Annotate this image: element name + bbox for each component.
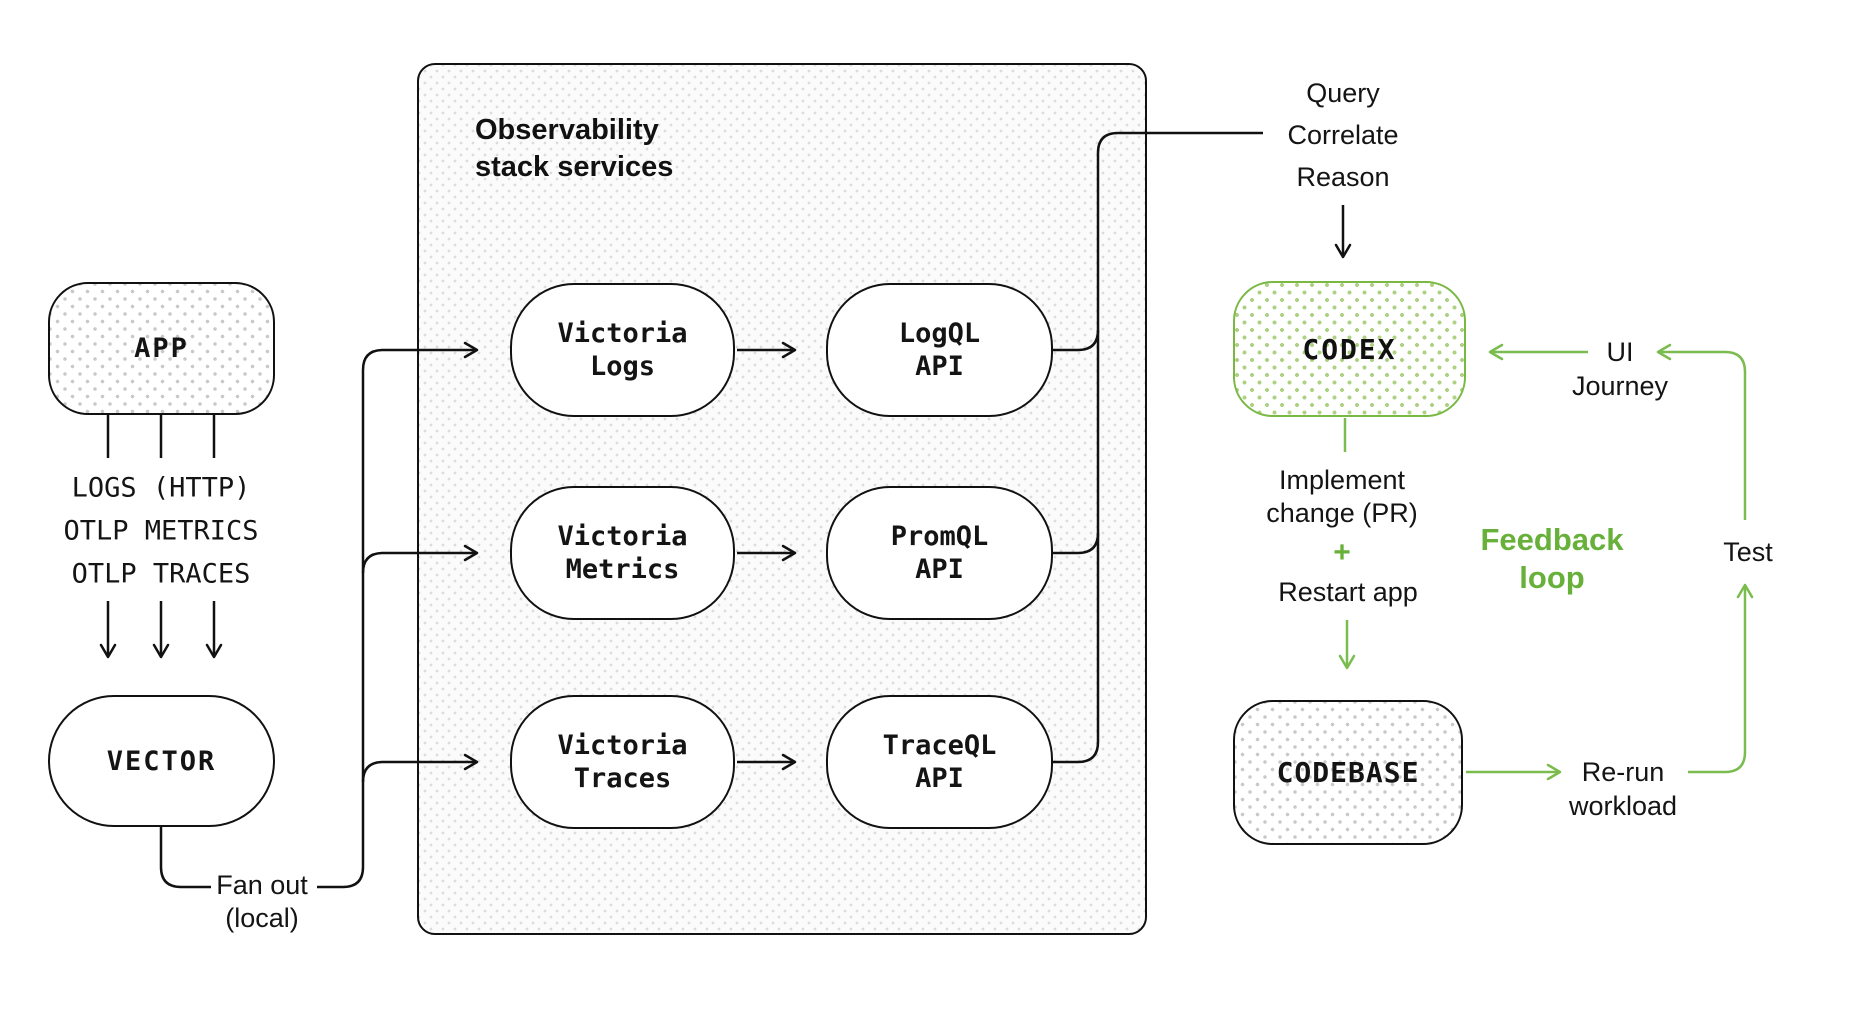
stack-box-title: Observability stack services — [475, 114, 674, 183]
plus-label: + — [1333, 536, 1351, 569]
node-victoria-traces: Victoria Traces — [510, 695, 735, 829]
node-codebase: CODEBASE — [1233, 700, 1463, 845]
query-correlate-reason-label: Query Correlate Reason — [1287, 78, 1399, 192]
node-codex: CODEX — [1233, 281, 1466, 417]
implement-change-label: Implement change (PR) — [1266, 465, 1418, 528]
edge-fanout-riser — [317, 370, 365, 889]
node-promql-api: PromQL API — [826, 486, 1053, 620]
ui-journey-label: UI Journey — [1571, 337, 1669, 401]
app-telemetry-outputs-label: LOGS (HTTP) OTLP METRICS OTLP TRACES — [63, 472, 259, 590]
node-traceql-api: TraceQL API — [826, 695, 1053, 829]
node-app: APP — [48, 282, 275, 415]
node-logql-api: LogQL API — [826, 283, 1053, 417]
fan-out-label: Fan out (local) — [216, 870, 308, 933]
test-label: Test — [1723, 537, 1773, 567]
node-victoria-metrics: Victoria Metrics — [510, 486, 735, 620]
edge-rerun-to-test — [1688, 583, 1754, 774]
feedback-loop-label: Feedback loop — [1480, 522, 1624, 595]
node-victoria-logs: Victoria Logs — [510, 283, 735, 417]
edge-test-to-ui-journey — [1656, 343, 1747, 520]
restart-app-label: Restart app — [1278, 577, 1418, 607]
rerun-workload-label: Re-run workload — [1568, 757, 1678, 821]
node-vector: VECTOR — [48, 695, 275, 827]
edge-vector-to-fanout — [159, 827, 211, 889]
